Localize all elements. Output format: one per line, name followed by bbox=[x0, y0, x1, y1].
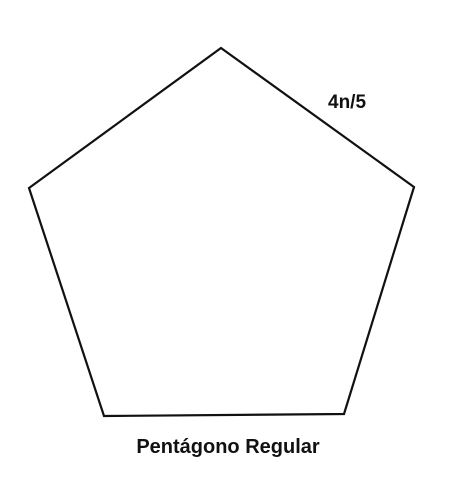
regular-pentagon bbox=[27, 46, 416, 418]
side-length-label: 4n/5 bbox=[328, 92, 366, 113]
figure-caption: Pentágono Regular bbox=[136, 436, 320, 458]
